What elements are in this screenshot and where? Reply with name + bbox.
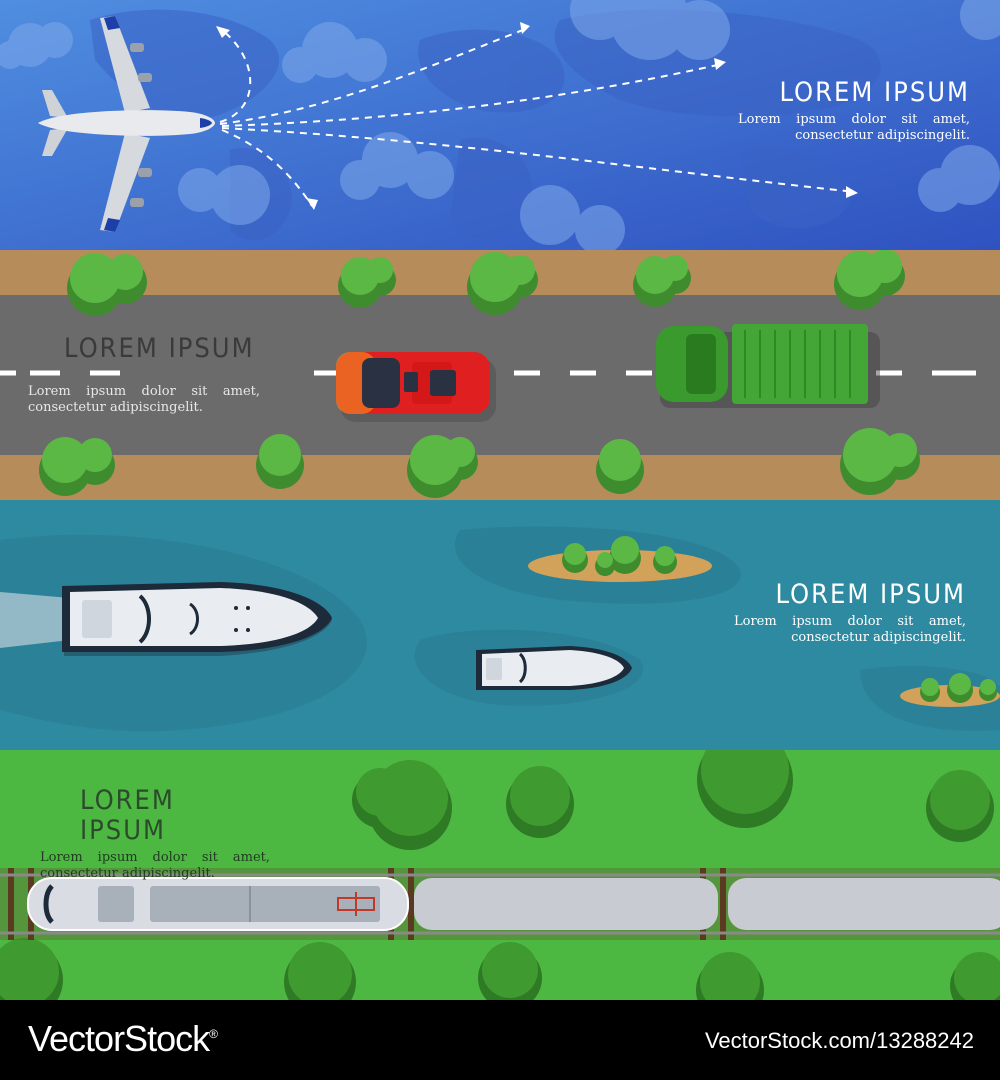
sea-desc-line2: consectetur adipiscingelit. — [791, 630, 966, 645]
air-desc-line1: Lorem ipsum dolor sit amet, — [738, 112, 970, 127]
road-banner: LOREM IPSUM Lorem ipsum dolor sit amet, … — [0, 250, 1000, 500]
route-arrowheads — [216, 22, 858, 210]
sea-banner: LOREM IPSUM Lorem ipsum dolor sit amet, … — [0, 500, 1000, 750]
footer-bar: VectorStock® VectorStock.com/13288242 — [0, 1000, 1000, 1080]
road-desc-line1: Lorem ipsum dolor sit amet, — [28, 384, 260, 399]
sky-background — [0, 0, 1000, 250]
trees-top — [67, 250, 905, 316]
road-title: LOREM IPSUM — [64, 333, 255, 364]
large-yacht — [62, 582, 332, 656]
red-car — [336, 352, 496, 422]
rail-desc-line1: Lorem ipsum dolor sit amet, — [40, 850, 270, 865]
rail-text-block: LOREM IPSUM Lorem ipsum dolor sit amet, … — [40, 786, 270, 882]
road-text-block: LOREM IPSUM Lorem ipsum dolor sit amet, … — [28, 334, 260, 416]
flight-routes — [219, 27, 856, 207]
small-yacht — [476, 646, 632, 690]
water-background — [0, 500, 1000, 750]
vectorstock-logo: VectorStock® — [28, 1018, 218, 1060]
island-large — [528, 536, 712, 582]
airplane-icon — [38, 16, 215, 232]
brand-registered-mark: ® — [209, 1027, 218, 1041]
trees-rail — [0, 750, 1000, 1000]
air-desc-line2: consectetur adipiscingelit. — [795, 128, 970, 143]
grass-background — [0, 750, 1000, 1000]
air-banner: LOREM IPSUM Lorem ipsum dolor sit amet, … — [0, 0, 1000, 250]
rail-title: LOREM IPSUM — [80, 785, 175, 846]
train — [27, 877, 1000, 931]
sea-title: LOREM IPSUM — [775, 579, 966, 610]
image-reference: VectorStock.com/13288242 — [704, 1028, 974, 1053]
green-truck — [656, 324, 880, 408]
rail-desc-line2: consectetur adipiscingelit. — [40, 866, 215, 881]
air-title: LOREM IPSUM — [779, 77, 970, 108]
road-background — [0, 250, 1000, 500]
trees-bottom — [39, 428, 920, 498]
sea-text-block: LOREM IPSUM Lorem ipsum dolor sit amet, … — [734, 580, 966, 646]
brand-name: VectorStock — [28, 1018, 210, 1059]
air-text-block: LOREM IPSUM Lorem ipsum dolor sit amet, … — [738, 78, 970, 144]
road-desc-line2: consectetur adipiscingelit. — [28, 400, 203, 415]
clouds — [0, 0, 1000, 250]
rail-banner: LOREM IPSUM Lorem ipsum dolor sit amet, … — [0, 750, 1000, 1000]
island-small — [900, 673, 1000, 707]
sea-desc-line1: Lorem ipsum dolor sit amet, — [734, 614, 966, 629]
boat-wake — [0, 592, 70, 648]
